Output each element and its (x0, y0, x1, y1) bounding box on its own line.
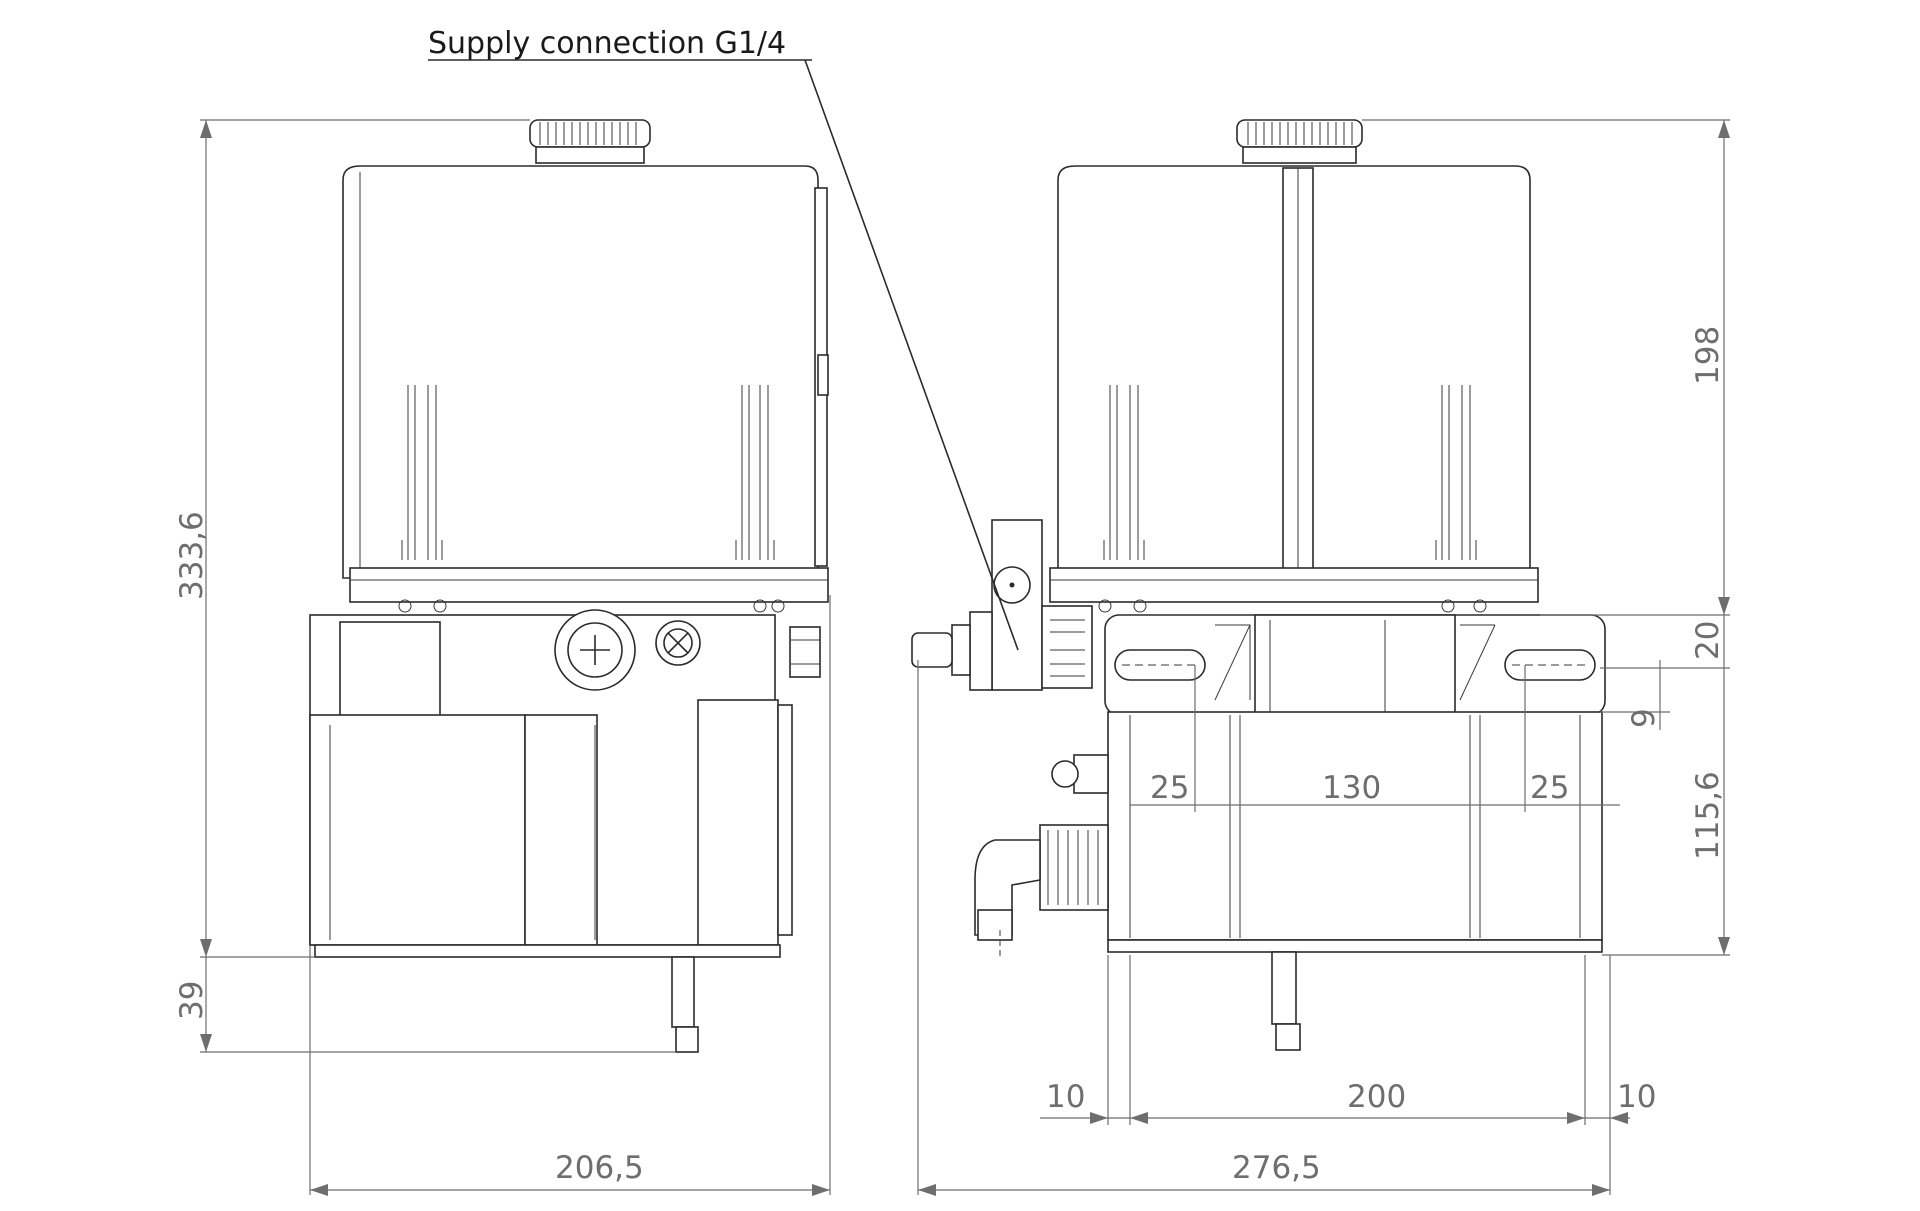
left-view (309, 119, 829, 1053)
left-reservoir (342, 165, 829, 613)
dim-right-base-height: 115,6 (1690, 771, 1726, 860)
level-sensor-connector (1051, 754, 1109, 794)
angled-plug-connector (974, 824, 1109, 958)
left-pump-body (309, 609, 821, 1053)
dim-hole-span-left: 25 (1150, 770, 1189, 806)
dim-right-width: 276,5 (1232, 1150, 1321, 1186)
dim-left-width: 206,5 (555, 1150, 644, 1186)
dim-hole-span-mid: 130 (1322, 770, 1381, 806)
dim-right-tank-height: 198 (1690, 326, 1726, 385)
left-dimensions: 333,6 39 206,5 (174, 119, 831, 1196)
dim-right-upper-band: 20 (1690, 621, 1726, 660)
dim-left-total-height: 333,6 (174, 511, 210, 600)
right-filler-cap (1236, 119, 1363, 164)
dim-bottom-left-margin: 10 (1046, 1079, 1085, 1115)
right-mounting-band (1104, 614, 1606, 716)
dim-hole-span-right: 25 (1530, 770, 1569, 806)
dim-right-slot-offset: 9 (1626, 708, 1662, 728)
supply-connection-label: Supply connection G1/4 (428, 26, 786, 61)
right-dimensions: 198 20 9 115,6 25 130 25 10 200 10 276,5 (917, 119, 1730, 1196)
right-view (911, 119, 1606, 1051)
left-filler-cap (529, 119, 651, 164)
right-reservoir (1049, 165, 1539, 613)
dim-bottom-span: 200 (1347, 1079, 1406, 1115)
right-base-body (1107, 711, 1603, 1051)
supply-connection-callout: Supply connection G1/4 (428, 26, 1019, 651)
supply-fitting (911, 519, 1093, 691)
dim-bottom-right-margin: 10 (1617, 1079, 1656, 1115)
dim-left-spigot: 39 (174, 981, 210, 1020)
